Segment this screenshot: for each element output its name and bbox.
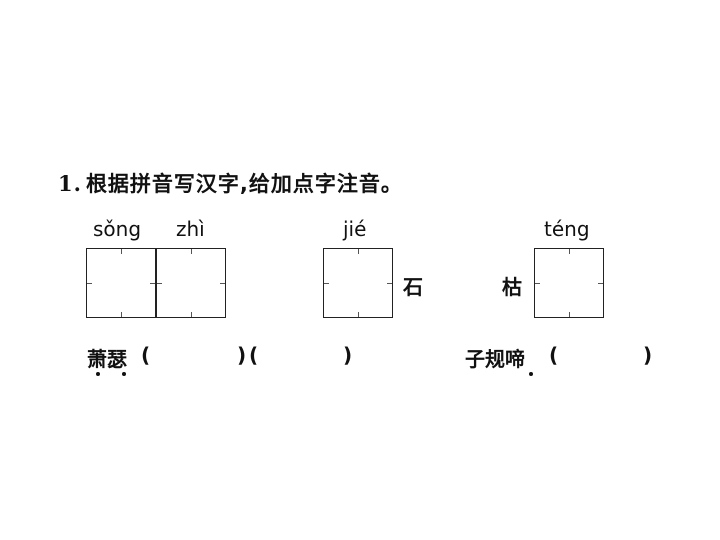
emphasis-dot-xiao — [96, 372, 100, 376]
writing-box-jie[interactable] — [323, 248, 393, 318]
char-shi: 石 — [403, 275, 423, 299]
writing-box-zhi[interactable] — [156, 248, 226, 318]
paren3-close: ) — [643, 343, 653, 367]
paren1-open: ( — [141, 343, 151, 367]
paren2-open: ( — [249, 343, 259, 367]
emphasis-dot-se — [122, 372, 126, 376]
pinyin-jie: jié — [343, 217, 367, 241]
paren2-close: ) — [343, 343, 353, 367]
word-xiaose: 萧瑟 — [87, 347, 127, 371]
writing-box-song[interactable] — [86, 248, 156, 318]
paren1-close: ) — [237, 343, 247, 367]
emphasis-dot-ti — [529, 372, 533, 376]
paren3-open: ( — [549, 343, 559, 367]
pinyin-zhi: zhì — [176, 217, 205, 241]
char-ku: 枯 — [502, 275, 522, 299]
question-title: 1.根据拼音写汉字,给加点字注音。 — [58, 168, 403, 198]
question-number: 1. — [58, 171, 82, 196]
question-instruction: 根据拼音写汉字,给加点字注音。 — [85, 172, 403, 196]
pinyin-song: sǒng — [93, 217, 142, 241]
writing-box-teng[interactable] — [534, 248, 604, 318]
pinyin-teng: téng — [544, 217, 590, 241]
word-zigui-ti: 子规啼 — [465, 347, 525, 371]
